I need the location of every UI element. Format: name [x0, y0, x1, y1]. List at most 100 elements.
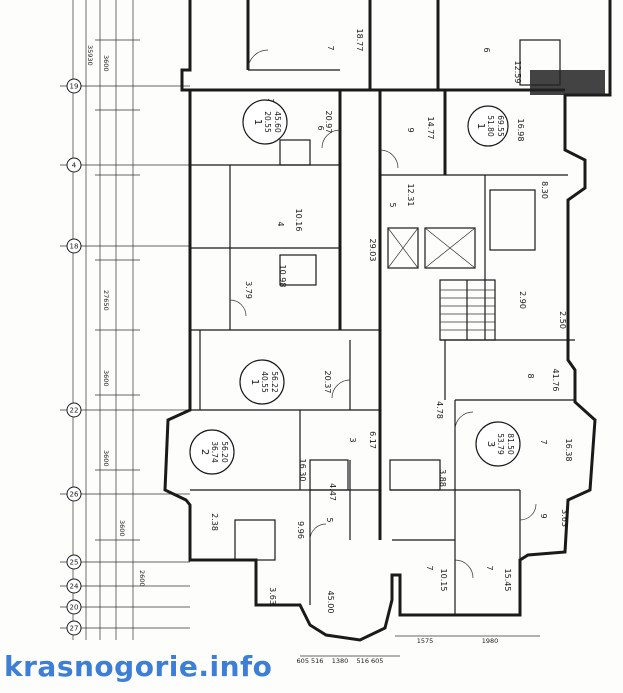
room-area-label: 3.88 — [438, 469, 447, 487]
apartment-marker-text: 20.55 — [263, 111, 272, 133]
room-area-label: 9.96 — [296, 521, 305, 539]
dimension-label: 27650 — [102, 290, 110, 311]
room-area-label: 3.63 — [560, 509, 569, 527]
dimension-label: 35930 — [86, 45, 94, 66]
apartment-marker-text: 1 — [252, 119, 263, 125]
exterior-walls — [163, 0, 612, 642]
room-area-label: 10.15 — [439, 569, 448, 592]
apartment-marker — [242, 99, 288, 145]
room-area-label: 2.90 — [518, 291, 527, 309]
dimension-label: 516 605 — [357, 657, 384, 665]
apartment-marker — [475, 421, 521, 467]
apartment-marker-text: 69.55 — [496, 115, 505, 137]
left-dimension-ticks — [95, 39, 140, 541]
axis-bubble — [66, 402, 82, 418]
apartment-marker-text: 51.80 — [486, 115, 495, 137]
room-area-label: 3.79 — [244, 281, 253, 299]
dimension-label: 3600 — [102, 450, 110, 467]
apartment-marker — [467, 105, 509, 147]
apartment-marker-text: 53.79 — [496, 433, 505, 455]
room-area-label: 7 — [425, 565, 434, 570]
room-area-label: 20.97 — [324, 111, 333, 134]
room-area-label: 6 — [316, 125, 325, 130]
axis-bubble — [66, 578, 82, 594]
apartment-marker-text: 1 — [475, 123, 486, 129]
axis-label: 4 — [72, 162, 77, 170]
axis-bubble — [66, 157, 82, 173]
room-area-label: 7 — [485, 565, 494, 570]
apartment-marker — [189, 429, 235, 475]
axis-label: 20 — [70, 604, 79, 612]
room-area-label: 8.30 — [540, 181, 549, 199]
room-area-label: 14.77 — [426, 117, 435, 140]
apartment-marker-text: 1 — [249, 379, 260, 385]
dimension-label: 605 516 — [297, 657, 324, 665]
room-area-label: 16.30 — [298, 459, 307, 482]
dimension-label: 1380 — [332, 657, 349, 665]
room-area-label: 20.37 — [323, 371, 332, 394]
room-area-label: 3 — [348, 437, 357, 442]
room-area-label: 29.03 — [368, 239, 377, 262]
room-area-label: 2.38 — [210, 513, 219, 531]
apartment-marker-text: 3 — [485, 441, 496, 447]
room-area-label: 9 — [539, 513, 548, 518]
axis-label: 25 — [70, 559, 79, 567]
room-area-label: 16.98 — [516, 119, 525, 142]
axis-bubble — [66, 620, 82, 636]
room-area-label: 8 — [526, 373, 535, 378]
room-area-label: 9 — [406, 127, 415, 132]
room-area-label: 12.59 — [513, 61, 522, 84]
room-area-label: 41.76 — [551, 369, 560, 392]
room-area-label: 12.31 — [406, 184, 415, 207]
door-swings — [229, 49, 537, 579]
axis-bubble — [66, 486, 82, 502]
room-area-label: 5 — [388, 202, 397, 207]
room-area-label: 18.77 — [355, 29, 364, 52]
elevator-core — [387, 227, 496, 341]
hatched-block — [530, 70, 605, 95]
room-area-label: 16.38 — [564, 439, 573, 462]
dimension-label: 3600 — [102, 370, 110, 387]
axis-label: 22 — [70, 407, 79, 415]
room-area-label: 7 — [539, 439, 548, 444]
axis-label: 19 — [70, 83, 79, 91]
axis-bubble — [66, 78, 82, 94]
room-area-label: 15.45 — [503, 569, 512, 592]
axis-label: 27 — [70, 625, 79, 633]
axis-bubble — [66, 238, 82, 254]
stair-treads — [440, 280, 495, 340]
apartment-marker-text: 45.60 — [273, 111, 282, 133]
dimension-label: 1980 — [482, 637, 499, 645]
axis-grid — [60, 85, 190, 629]
watermark-text: krasnogorie.info — [4, 650, 273, 683]
axis-label: 18 — [70, 243, 79, 251]
apartment-marker — [239, 359, 285, 405]
dimension-label: 1575 — [417, 637, 434, 645]
room-area-label: 6 — [482, 47, 491, 52]
apartment-marker-text: 40.55 — [260, 371, 269, 393]
room-area-label: 5 — [325, 517, 334, 522]
axis-bubble — [66, 599, 82, 615]
axis-label: 26 — [70, 491, 79, 499]
bottom-dimensions: 1575 1980 605 516 1380 516 605 — [297, 637, 499, 665]
apartment-marker-text: 56.22 — [270, 371, 279, 393]
dimension-label: 3600 — [102, 55, 110, 72]
room-area-label: 45.00 — [326, 591, 335, 614]
room-area-label: 10.16 — [294, 209, 303, 232]
axis-bubble — [66, 554, 82, 570]
apartment-marker-text: 2 — [199, 449, 210, 455]
apartment-marker-text: 81.50 — [506, 433, 515, 455]
room-area-label: 4 — [276, 221, 285, 226]
room-area-label: 2.50 — [558, 311, 567, 329]
apartment-marker-text: 56.20 — [220, 441, 229, 463]
room-area-label: 4.47 — [328, 483, 337, 501]
bathrooms — [234, 39, 561, 561]
room-area-label: 6.17 — [368, 431, 377, 449]
room-area-label: 7 — [326, 45, 335, 50]
dimension-label: 3600 — [118, 520, 126, 537]
room-area-label: 4.78 — [435, 401, 444, 419]
axis-label: 24 — [70, 583, 79, 591]
